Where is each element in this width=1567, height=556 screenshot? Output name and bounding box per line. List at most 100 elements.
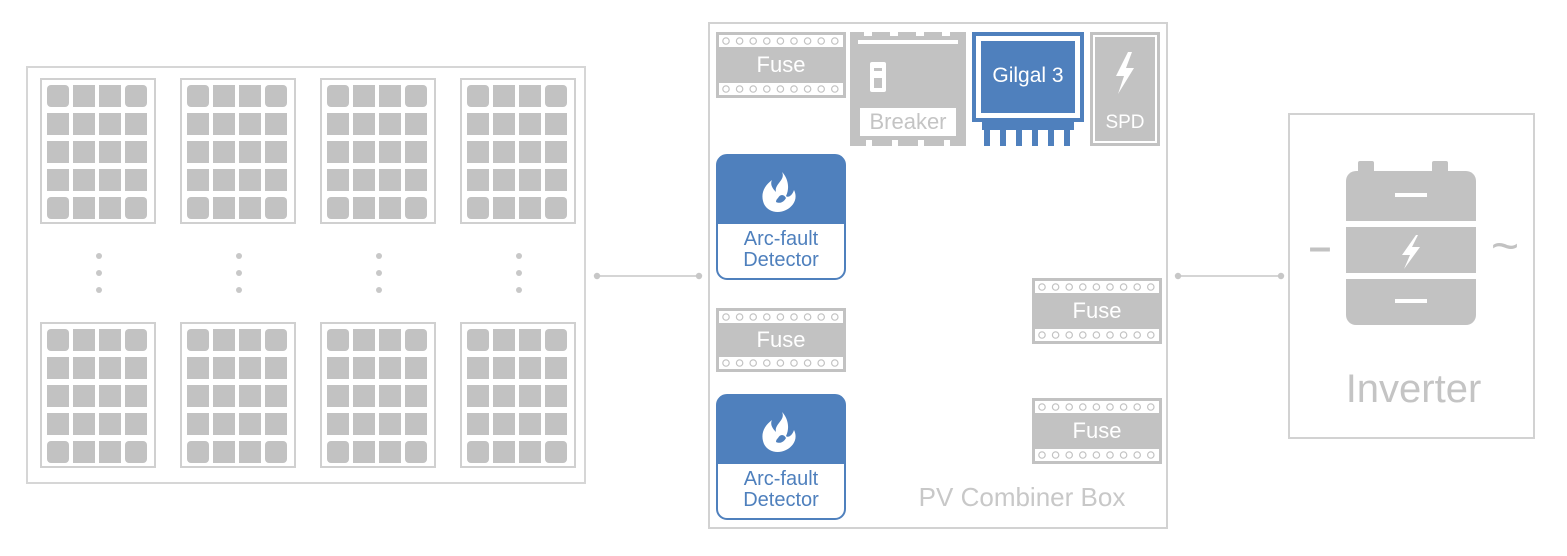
solar-cell — [493, 329, 515, 351]
solar-cell — [353, 329, 375, 351]
solar-cell — [545, 85, 567, 107]
solar-panel-icon — [460, 322, 576, 473]
solar-cell — [379, 169, 401, 191]
solar-cell — [405, 385, 427, 407]
ellipsis-dots — [375, 252, 383, 303]
spd-label: SPD — [1105, 112, 1145, 133]
solar-cell — [353, 413, 375, 435]
solar-cell — [327, 441, 349, 463]
solar-cell — [239, 413, 261, 435]
solar-cell — [379, 85, 401, 107]
solar-cell — [99, 357, 121, 379]
flame-icon — [762, 412, 796, 452]
inverter: – ~ Inverter — [1288, 113, 1535, 439]
solar-cell — [353, 441, 375, 463]
solar-cell — [213, 385, 235, 407]
solar-cell — [545, 357, 567, 379]
solar-cell — [125, 113, 147, 135]
solar-cell — [99, 413, 121, 435]
solar-cell — [467, 413, 489, 435]
solar-cell — [125, 413, 147, 435]
solar-cell — [467, 113, 489, 135]
ac-symbol: ~ — [1490, 220, 1520, 273]
solar-cell — [47, 169, 69, 191]
solar-cell — [213, 413, 235, 435]
fuse-block: Fuse — [1032, 278, 1162, 344]
solar-cell — [213, 113, 235, 135]
solar-cell — [265, 85, 287, 107]
solar-cell — [265, 385, 287, 407]
solar-cell — [467, 85, 489, 107]
solar-cell — [239, 141, 261, 163]
solar-cell — [73, 357, 95, 379]
solar-cell — [47, 141, 69, 163]
solar-cell — [493, 85, 515, 107]
solar-cell — [73, 113, 95, 135]
solar-cell — [99, 141, 121, 163]
solar-cell — [405, 357, 427, 379]
solar-cell — [545, 329, 567, 351]
solar-cell — [545, 197, 567, 219]
solar-cell — [99, 441, 121, 463]
fuse-label: Fuse — [756, 52, 806, 77]
solar-cell — [467, 141, 489, 163]
solar-cell — [519, 169, 541, 191]
solar-cell — [467, 329, 489, 351]
solar-cell — [213, 329, 235, 351]
solar-cell — [47, 113, 69, 135]
solar-cell — [405, 197, 427, 219]
solar-cell — [125, 85, 147, 107]
solar-cell — [187, 113, 209, 135]
solar-panel-icon — [180, 78, 296, 229]
solar-cell — [493, 169, 515, 191]
lightning-bolt-icon — [1402, 235, 1420, 269]
solar-cell — [327, 141, 349, 163]
solar-cell — [519, 385, 541, 407]
spd-graphic — [1090, 32, 1160, 146]
solar-cell — [187, 85, 209, 107]
solar-cell — [405, 441, 427, 463]
solar-cell — [519, 197, 541, 219]
solar-cell — [467, 385, 489, 407]
solar-cell — [493, 197, 515, 219]
solar-cell — [327, 385, 349, 407]
solar-cell — [213, 85, 235, 107]
breaker-label: Breaker — [869, 109, 947, 134]
solar-cell — [99, 329, 121, 351]
solar-cell — [239, 385, 261, 407]
solar-cell — [519, 113, 541, 135]
solar-cell — [125, 329, 147, 351]
solar-panel-icon — [180, 322, 296, 473]
solar-cell — [493, 413, 515, 435]
solar-cell — [519, 441, 541, 463]
solar-cell — [467, 441, 489, 463]
gilgal-3-label: Gilgal 3 — [992, 64, 1064, 87]
solar-cell — [187, 197, 209, 219]
solar-cell — [379, 441, 401, 463]
inverter-label: Inverter — [1345, 367, 1482, 411]
arc-fault-label-line1: Arc-fault — [743, 468, 819, 490]
lightning-bolt-icon — [1116, 52, 1134, 94]
solar-cell — [239, 441, 261, 463]
solar-cell — [353, 385, 375, 407]
solar-cell — [213, 441, 235, 463]
ellipsis-dots — [95, 252, 103, 303]
solar-cell — [353, 197, 375, 219]
solar-cell — [187, 357, 209, 379]
solar-cell — [73, 441, 95, 463]
breaker-graphic — [850, 32, 966, 146]
solar-cell — [265, 413, 287, 435]
solar-cell — [467, 197, 489, 219]
solar-cell — [73, 85, 95, 107]
solar-cell — [265, 113, 287, 135]
solar-cell — [213, 169, 235, 191]
solar-cell — [239, 357, 261, 379]
solar-cell — [379, 385, 401, 407]
solar-cell — [379, 113, 401, 135]
solar-cell — [47, 329, 69, 351]
arc-fault-label-line2: Detector — [743, 249, 819, 271]
solar-cell — [99, 169, 121, 191]
solar-cell — [379, 197, 401, 219]
fuse-block: Fuse — [716, 308, 846, 372]
